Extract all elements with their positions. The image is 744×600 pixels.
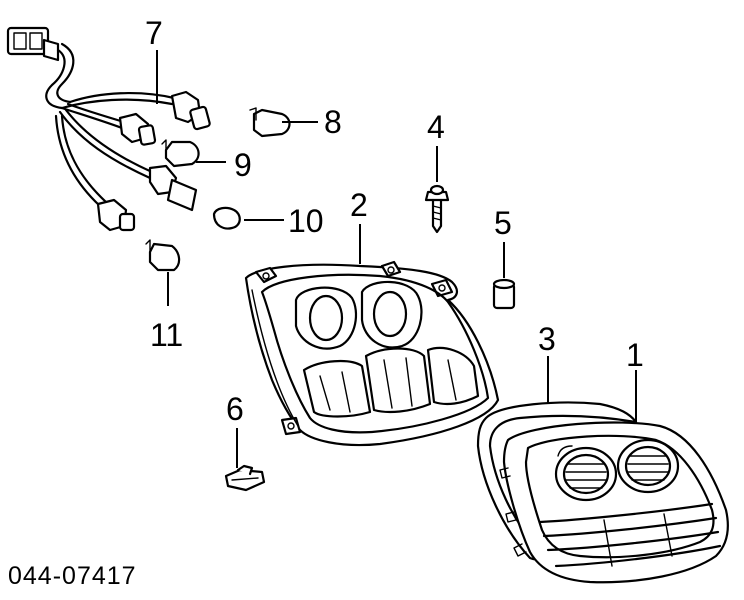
callout-4: 4 — [427, 109, 445, 145]
lamp-housing-2 — [244, 260, 500, 447]
callout-8: 8 — [324, 104, 342, 140]
lens-assembly-1 — [499, 421, 729, 584]
wiring-harness — [6, 26, 211, 232]
callout-11: 11 — [150, 317, 183, 353]
callout-6: 6 — [226, 391, 244, 427]
clip-6 — [224, 464, 266, 492]
bolt-4 — [424, 184, 450, 234]
plug-5 — [492, 278, 516, 310]
bulb-10 — [212, 206, 241, 230]
callout-2: 2 — [350, 187, 368, 223]
callout-9: 9 — [234, 147, 252, 183]
callout-10: 10 — [288, 203, 324, 239]
callout-1: 1 — [626, 337, 644, 373]
diagram-part-number: 044-07417 — [8, 562, 137, 590]
leader-lines — [156, 50, 637, 468]
callout-7: 7 — [145, 15, 163, 51]
gasket-3 — [476, 401, 638, 561]
callout-5: 5 — [494, 205, 512, 241]
bulb-9 — [161, 139, 200, 168]
callout-3: 3 — [538, 321, 556, 357]
bulb-11 — [145, 239, 181, 272]
bulb-8 — [249, 107, 291, 138]
